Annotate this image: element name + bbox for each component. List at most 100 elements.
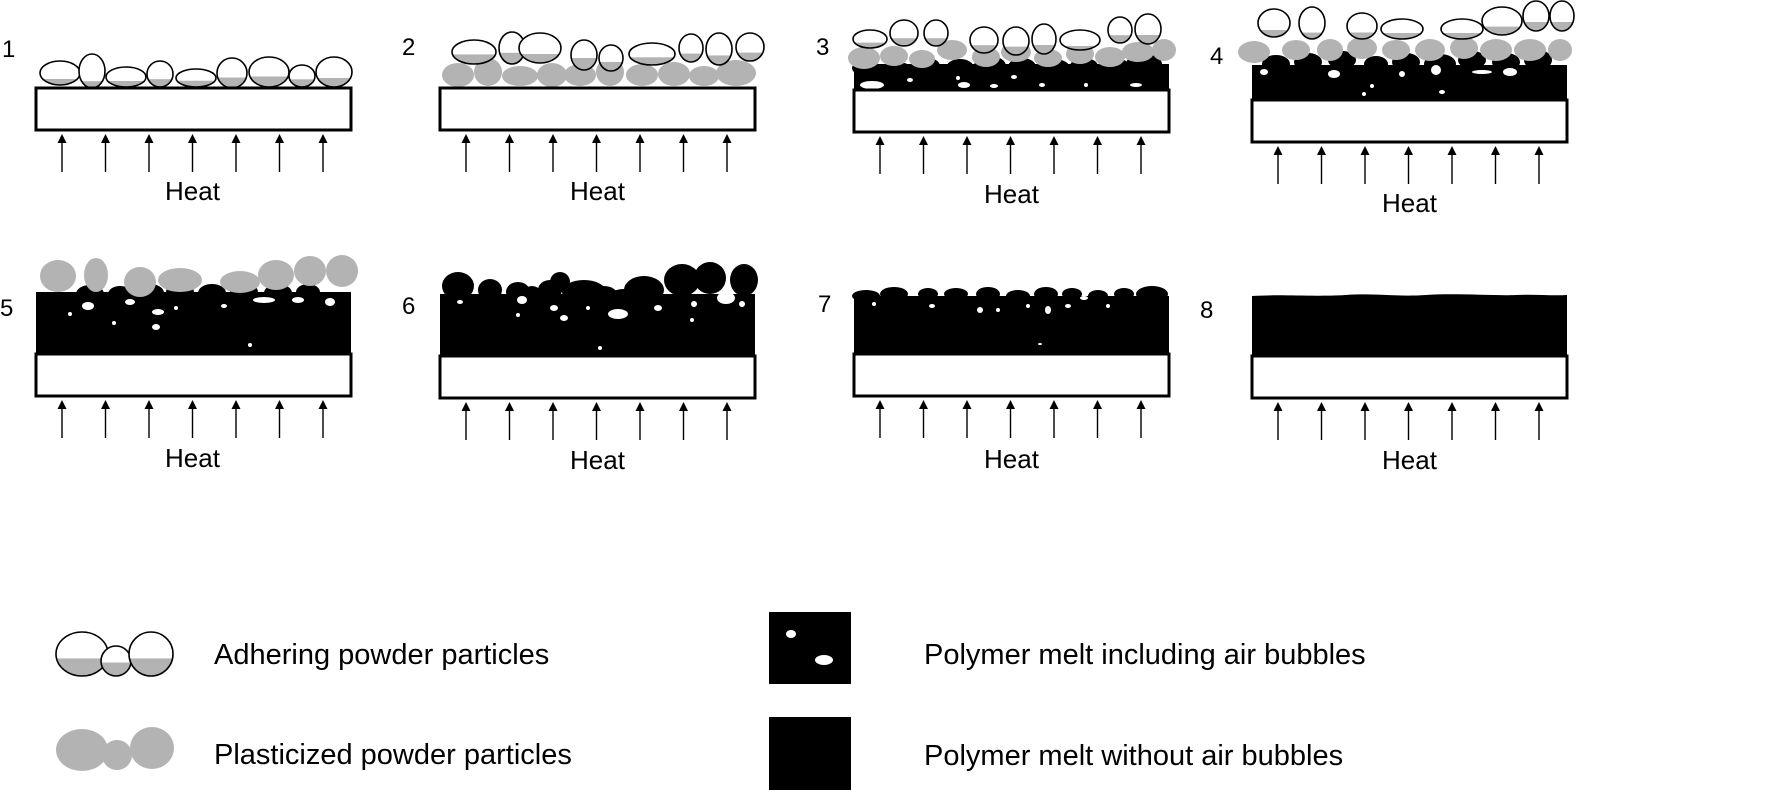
step-number: 2	[402, 34, 415, 61]
plasticized-portion	[217, 77, 247, 88]
plasticized-particle	[258, 260, 294, 290]
plasticized-particle	[689, 66, 719, 86]
melt-bump	[198, 284, 226, 302]
heat-arrow	[505, 134, 514, 172]
air-bubble	[457, 300, 463, 304]
particle-body	[1299, 7, 1325, 39]
legend-label: Polymer melt including air bubbles	[924, 639, 1366, 671]
plasticized-particle	[84, 258, 108, 292]
arrow-head	[461, 134, 471, 143]
heat-arrow	[144, 134, 154, 172]
heat-arrow	[1093, 400, 1102, 438]
adhering-particle	[969, 26, 999, 54]
heat-arrow	[962, 400, 972, 438]
air-bubble	[253, 297, 275, 303]
particle-outline	[1107, 16, 1133, 44]
arrow-head	[722, 134, 732, 143]
substrate	[438, 354, 757, 400]
heat-arrow	[275, 400, 284, 438]
air-bubble	[68, 312, 72, 316]
adhering-particle	[105, 66, 147, 88]
panel-7	[852, 286, 1171, 438]
arrow-head	[188, 400, 197, 409]
arrow-head	[505, 134, 514, 143]
particle-outline	[570, 39, 598, 71]
heat-arrow	[1049, 136, 1059, 174]
air-bubble	[598, 346, 602, 350]
plasticized-particle	[909, 50, 935, 68]
air-bubble	[815, 655, 833, 665]
step-number: 5	[0, 295, 13, 322]
arrow-head	[635, 402, 645, 411]
air-bubble	[1328, 70, 1340, 78]
adhering-particle	[1134, 13, 1162, 45]
heat-arrow	[1273, 402, 1283, 440]
arrow-head	[505, 402, 514, 411]
arrow-head	[592, 402, 601, 411]
plasticized-portion	[316, 78, 352, 87]
arrow-head	[679, 402, 688, 411]
plasticized-portion	[1550, 22, 1574, 31]
heat-arrow	[231, 400, 241, 438]
air-bubble	[956, 76, 960, 80]
adhering-particle	[518, 32, 562, 64]
heat-arrow	[635, 402, 645, 440]
melt-bump	[944, 288, 968, 300]
substrate	[852, 352, 1171, 398]
air-bubble	[1503, 68, 1517, 76]
plasticized-particle	[40, 260, 76, 292]
particle-outline	[1380, 18, 1424, 40]
air-bubble	[786, 630, 796, 638]
heat-arrow	[722, 134, 732, 172]
arrow-head	[101, 134, 110, 143]
legend-symbol-plasticized	[56, 727, 174, 771]
arrow-head	[919, 136, 928, 145]
plasticized-portion	[924, 38, 948, 46]
heat-arrow	[592, 402, 601, 440]
particle-outline	[1059, 29, 1101, 51]
heat-arrow	[1491, 146, 1500, 184]
heat-arrows	[57, 134, 328, 172]
particle-outline	[451, 39, 497, 65]
heat-arrow	[318, 134, 328, 172]
melt-bump	[1364, 56, 1388, 72]
plasticized-portion	[853, 42, 887, 48]
arrow-head	[1136, 136, 1146, 145]
heat-arrows	[1273, 146, 1544, 184]
plasticized-portion	[56, 658, 108, 676]
plasticized-portion	[1381, 33, 1423, 39]
adhering-particle	[248, 56, 290, 88]
particle-outline	[889, 19, 919, 47]
particle-outline	[1481, 6, 1523, 36]
heat-arrow	[679, 134, 688, 172]
air-bubble	[717, 292, 735, 304]
arrow-head	[722, 402, 732, 411]
plasticized-particle	[294, 256, 326, 286]
air-bubble	[1011, 75, 1017, 79]
plasticized-particle	[1122, 42, 1154, 62]
heat-arrows	[461, 134, 732, 172]
arrow-head	[101, 400, 110, 409]
heat-arrows	[57, 400, 328, 438]
particle-outline	[1549, 0, 1575, 32]
air-bubble	[325, 298, 335, 306]
melt-bump	[1034, 287, 1058, 301]
heat-label: Heat	[984, 444, 1040, 474]
particle-outline	[969, 26, 999, 54]
panel-3	[848, 13, 1176, 174]
air-bubble	[152, 309, 164, 315]
heat-arrows	[875, 400, 1146, 438]
air-bubble	[1045, 306, 1051, 314]
heat-arrow	[101, 400, 110, 438]
melt-bump	[108, 286, 132, 302]
adhering-particle	[100, 645, 132, 677]
heat-arrow	[1404, 146, 1413, 184]
air-bubble	[292, 297, 304, 303]
air-bubble	[1038, 343, 1042, 345]
adhering-particle	[705, 32, 733, 66]
air-bubble	[1084, 83, 1088, 87]
adhering-particle	[128, 631, 174, 677]
plasticized-portion	[1135, 35, 1161, 44]
melt-bump	[550, 272, 570, 292]
